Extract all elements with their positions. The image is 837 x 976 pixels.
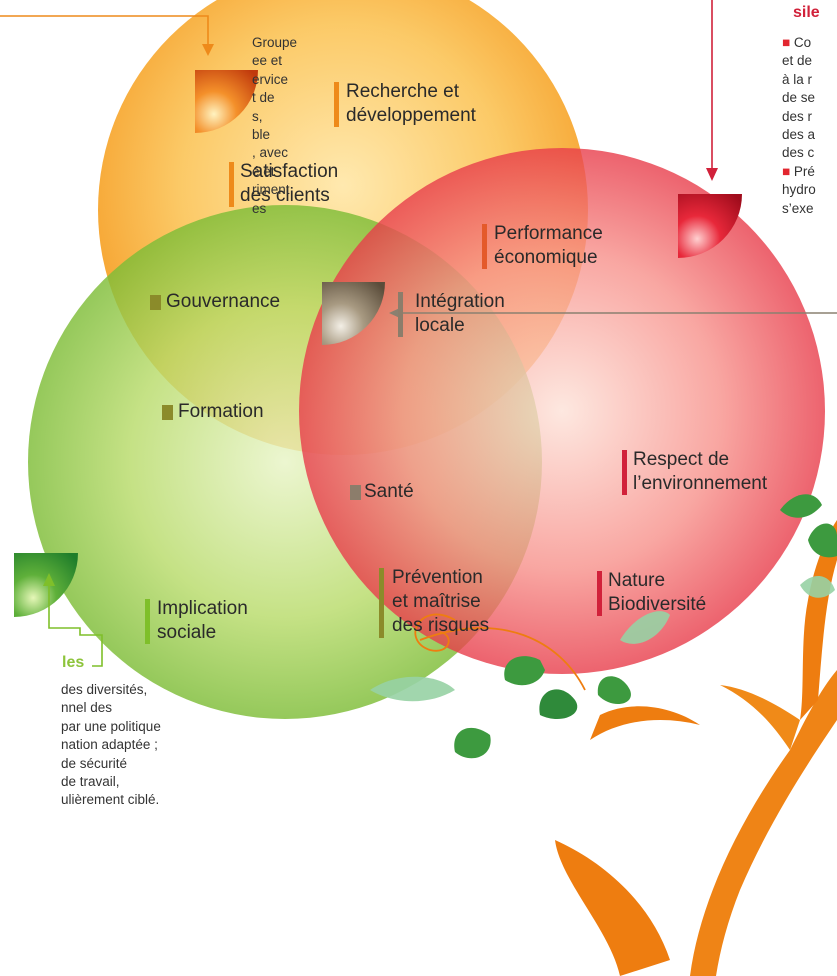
bottom-text-fragment: des diversités, nnel des par une politiq… [61,681,161,810]
bullet-icon: ■ [782,163,794,179]
bottom-line: par une politique [61,718,161,734]
label-respect: Respect de l’environnement [622,448,767,496]
left-line: riment [252,182,290,198]
economic-quarter-icon [195,70,258,133]
bottom-header: les [62,654,85,671]
label-marker [622,450,627,495]
label-marker [379,568,384,638]
label-prevention: Prévention et maîtrise des risques [379,566,489,638]
label-performance: Performance économique [482,222,603,270]
right-header: sile [793,4,820,21]
label-gouvernance: Gouvernance [150,290,280,314]
label-marker [482,224,487,269]
right-line-text: Pré [793,163,815,179]
bottom-line: nnel des [61,700,113,716]
label-integration-text: Intégration locale [415,291,505,336]
right-line: ■ Pré [782,163,816,181]
right-line: des a [782,127,816,143]
label-recherche-text: Recherche et développement [346,81,476,126]
label-nature: Nature Biodiversité [597,569,706,617]
right-line: à la r [782,71,813,87]
bottom-line: des diversités, [61,682,148,697]
circle-environment [299,148,825,674]
left-line: Groupe [252,35,298,50]
label-formation-text: Formation [178,401,264,422]
left-text-fragment: Groupe ee et ervice t de s, ble , avec é… [252,34,297,218]
right-line: et de [782,53,813,69]
label-prevention-text: Prévention et maîtrise des risques [392,567,490,636]
label-recherche: Recherche et développement [334,80,476,128]
governance-quarter-icon [322,282,385,345]
label-respect-text: Respect de l’environnement [633,449,768,494]
right-line: s’exe [782,200,814,216]
left-line: , avec [252,145,289,161]
label-satisfaction: Satisfaction des clients [229,160,338,208]
tree-figure-illustration [370,494,837,976]
label-satisfaction-text: Satisfaction des clients [240,161,339,206]
right-line: hydro [782,182,816,198]
right-line: des r [782,108,813,124]
label-formation: Formation [162,400,264,424]
label-performance-text: Performance économique [494,223,603,268]
right-line: ■ Co [782,34,816,52]
left-line: ervice [252,71,289,87]
label-implication: Implication sociale [145,597,248,645]
label-marker [229,162,234,207]
left-line: t de [252,90,275,106]
arrowhead-green [43,573,55,586]
label-marker [150,295,161,310]
label-marker [350,485,361,500]
right-text-fragment: ■ Co et de à la r de se des r des a des … [782,34,816,218]
right-line: de se [782,90,816,106]
environment-quarter-icon [678,194,742,258]
bottom-line: de travail, [61,774,120,790]
left-line: ble [252,127,271,143]
label-marker [145,599,150,644]
bottom-line: nation adaptée ; [61,737,158,753]
bullet-icon: ■ [782,35,794,50]
arrowhead-orange [202,44,214,56]
label-implication-text: Implication sociale [157,598,248,643]
label-nature-text: Nature Biodiversité [608,570,707,615]
label-gouvernance-text: Gouvernance [166,291,281,312]
left-line: s, [252,108,263,124]
bottom-line: ulièrement ciblé. [61,792,160,808]
right-line: des c [782,145,815,161]
arrowhead-red [706,168,718,181]
right-line-text: Co [793,35,812,50]
bottom-line: de sécurité [61,755,128,771]
label-sante: Santé [350,480,414,504]
label-marker [162,405,173,420]
label-integration: Intégration locale [398,290,505,338]
label-marker [334,82,339,127]
left-line: é et [252,163,275,179]
connector-arrow-green [48,583,103,667]
label-marker [597,571,602,616]
left-line: ee et [252,53,283,69]
left-line: es [252,200,267,216]
label-sante-text: Santé [364,481,414,502]
connector-arrow-orange [0,15,209,46]
label-marker [398,292,403,337]
